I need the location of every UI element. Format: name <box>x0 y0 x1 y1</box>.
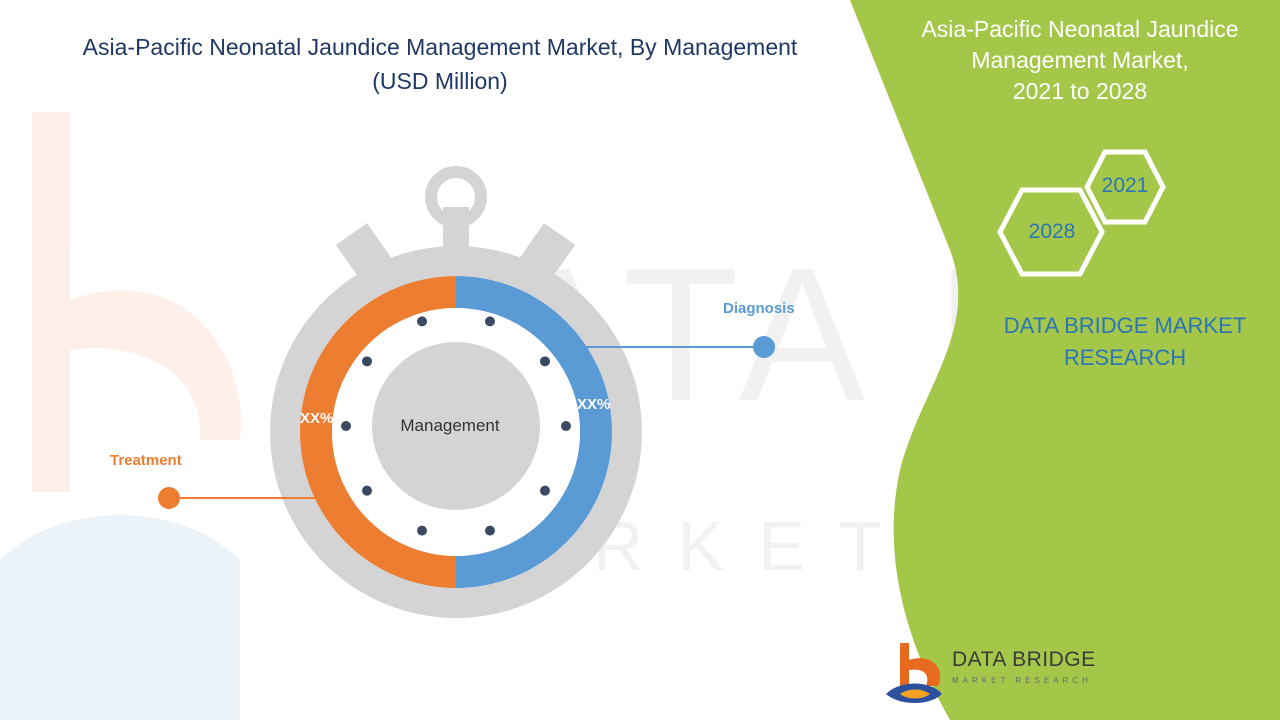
center-disc <box>372 342 540 510</box>
hex-label-2028: 2028 <box>1028 220 1076 243</box>
side-title-line-3: 2021 to 2028 <box>1012 78 1148 104</box>
data-label-diagnosis: XX% <box>577 396 611 413</box>
dial-dot <box>484 525 495 536</box>
side-panel-background <box>850 0 1280 720</box>
hex-label-2021: 2021 <box>1101 174 1149 197</box>
dial-dot <box>484 316 495 327</box>
hexagon-2028 <box>997 187 1105 277</box>
legend-label-treatment: Treatment <box>110 452 182 469</box>
dial-dot <box>417 316 428 327</box>
side-title-line-2: Management Market, <box>971 47 1189 73</box>
slice-treatment <box>300 276 456 588</box>
brand-line-2: RESEARCH <box>1063 345 1187 370</box>
dial-dot <box>362 485 373 496</box>
data-label-treatment: XX% <box>300 410 334 427</box>
treatment-callout-dot <box>158 487 180 509</box>
dial-dot <box>539 356 550 367</box>
dial-dot <box>417 525 428 536</box>
dial-dot <box>362 356 373 367</box>
logo-name: DATA BRIDGE <box>952 648 1096 671</box>
dial-dot <box>539 485 550 496</box>
logo-tagline: MARKET RESEARCH <box>952 676 1092 685</box>
center-label: Management <box>400 416 500 435</box>
slice-diagnosis <box>456 276 612 588</box>
brand-line-1: DATA BRIDGE MARKET <box>1003 313 1247 338</box>
dial-dot <box>341 421 351 431</box>
chart-title: Asia-Pacific Neonatal Jaundice Managemen… <box>82 34 798 60</box>
side-panel-title: Asia-Pacific Neonatal Jaundice Managemen… <box>900 14 1260 107</box>
dial-dots <box>341 316 571 536</box>
chart-subtitle: (USD Million) <box>372 68 508 94</box>
watermark-logo <box>0 112 241 720</box>
side-title-line-1: Asia-Pacific Neonatal Jaundice <box>921 16 1239 42</box>
dial-dot <box>561 421 571 431</box>
legend-label-diagnosis: Diagnosis <box>723 300 795 317</box>
diagnosis-callout-dot <box>753 336 775 358</box>
chart-title-block: Asia-Pacific Neonatal Jaundice Managemen… <box>30 30 850 98</box>
hexagon-2021 <box>1084 149 1166 225</box>
logo-mark <box>886 643 942 703</box>
side-panel-brand: DATA BRIDGE MARKET RESEARCH <box>985 310 1265 374</box>
